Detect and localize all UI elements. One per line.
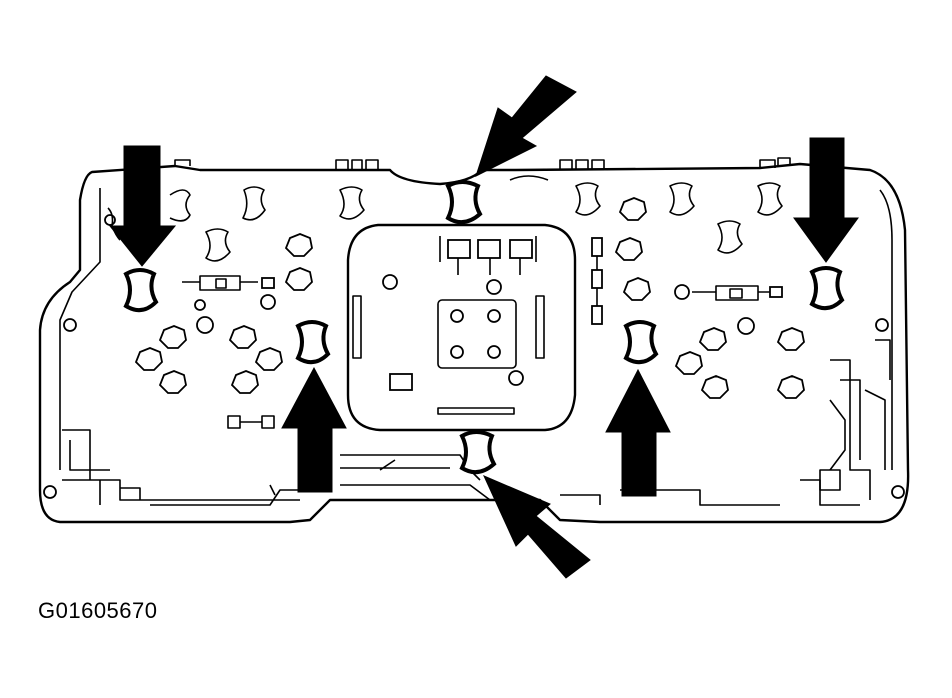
clip-right-outer <box>809 266 845 311</box>
clip-bottom-center <box>459 430 497 475</box>
arrow-right-down <box>793 137 859 263</box>
center-panel <box>346 223 577 432</box>
arrow-left-down <box>108 145 177 267</box>
clip-left-outer <box>123 268 159 313</box>
arrow-bottom-center <box>483 475 591 579</box>
arrow-left-up <box>281 366 347 493</box>
arrow-top-center <box>475 75 577 177</box>
retaining-clips <box>123 180 845 475</box>
bulb-sockets-right <box>509 175 805 399</box>
clip-right-inner <box>623 320 659 365</box>
clip-left-inner <box>295 320 331 365</box>
arrow-right-up <box>605 368 671 497</box>
pointer-arrows <box>108 75 859 579</box>
figure-id-label: G01605670 <box>38 598 158 623</box>
clip-top-center <box>445 180 483 225</box>
bulb-sockets-left <box>107 186 365 429</box>
board-outline <box>38 157 910 524</box>
